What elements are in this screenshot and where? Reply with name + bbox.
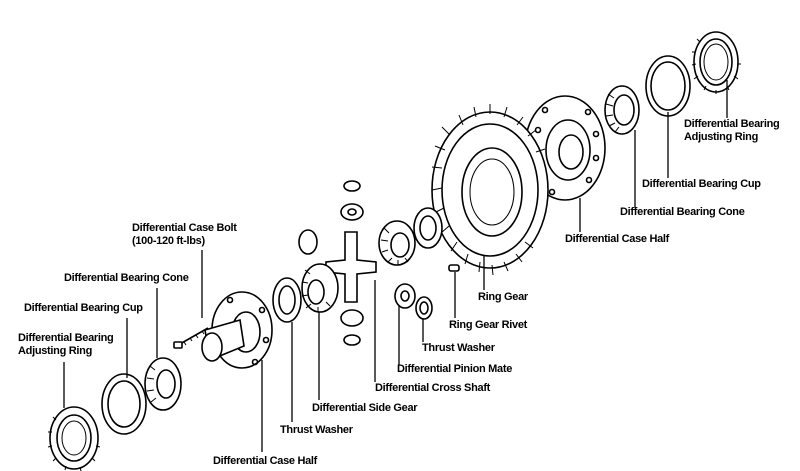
label-bearing-cup-left-text: Differential Bearing Cup [24,302,143,314]
label-thrust-washer-left-text: Thrust Washer [280,424,353,436]
label-ring-gear-rivet-text: Ring Gear Rivet [449,319,528,331]
label-adjusting-ring-left-line1: Differential Bearing [18,332,114,344]
ring-gear [431,104,549,276]
bearing-cone-right [604,85,640,135]
label-case-bolt: Differential Case Bolt (100-120 ft-lbs) [132,222,237,248]
bearing-adjusting-ring-right [691,31,741,94]
label-cross-shaft: Differential Cross Shaft [375,382,490,395]
bearing-adjusting-ring-left [47,406,101,471]
label-bearing-cup-left: Differential Bearing Cup [24,302,143,315]
label-case-bolt-line1: Differential Case Bolt [132,222,237,234]
label-bearing-cone-right-text: Differential Bearing Cone [620,206,745,218]
label-pinion-mate-text: Differential Pinion Mate [397,363,513,375]
label-adjusting-ring-left: Differential Bearing Adjusting Ring [18,332,114,358]
pinion-mate-gears [298,180,416,346]
case-bolt [173,327,209,349]
label-case-half-left-text: Differential Case Half [213,455,318,467]
cross-shaft [325,231,377,303]
leader-lines [63,80,728,452]
label-bearing-cup-right: Differential Bearing Cup [642,178,761,191]
label-case-half-right-text: Differential Case Half [565,233,670,245]
thrust-washer-left [272,277,302,323]
label-adjusting-ring-left-line2: Adjusting Ring [18,345,93,357]
label-thrust-washer-left: Thrust Washer [280,424,353,437]
label-adjusting-ring-right-line1: Differential Bearing [684,118,780,130]
label-ring-gear: Ring Gear [478,291,528,304]
label-ring-gear-rivet: Ring Gear Rivet [449,319,527,332]
label-thrust-washer-right: Thrust Washer [422,342,495,355]
side-gear-right [378,220,416,266]
side-gear-left [301,263,339,313]
label-ring-gear-text: Ring Gear [478,291,528,303]
label-pinion-mate: Differential Pinion Mate [397,363,512,376]
label-bearing-cone-left-text: Differential Bearing Cone [64,272,189,284]
label-cross-shaft-text: Differential Cross Shaft [375,382,491,394]
label-thrust-washer-right-text: Thrust Washer [422,342,495,354]
label-bearing-cone-left: Differential Bearing Cone [64,272,189,285]
label-case-half-left: Differential Case Half [213,455,317,468]
label-adjusting-ring-right: Differential Bearing Adjusting Ring [684,118,780,144]
bearing-cup-left [101,373,147,435]
label-side-gear: Differential Side Gear [312,402,418,415]
bearing-cup-right [645,55,691,117]
ring-gear-rivet [448,264,460,272]
label-case-bolt-line2: (100-120 ft-lbs) [132,235,205,247]
label-side-gear-text: Differential Side Gear [312,402,418,414]
label-adjusting-ring-right-line2: Adjusting Ring [684,131,759,143]
case-half-left [201,291,273,369]
label-case-half-right: Differential Case Half [565,233,669,246]
label-bearing-cup-right-text: Differential Bearing Cup [642,178,761,190]
bearing-cone-left [144,357,182,411]
thrust-washer-right [413,207,443,320]
label-bearing-cone-right: Differential Bearing Cone [620,206,745,219]
